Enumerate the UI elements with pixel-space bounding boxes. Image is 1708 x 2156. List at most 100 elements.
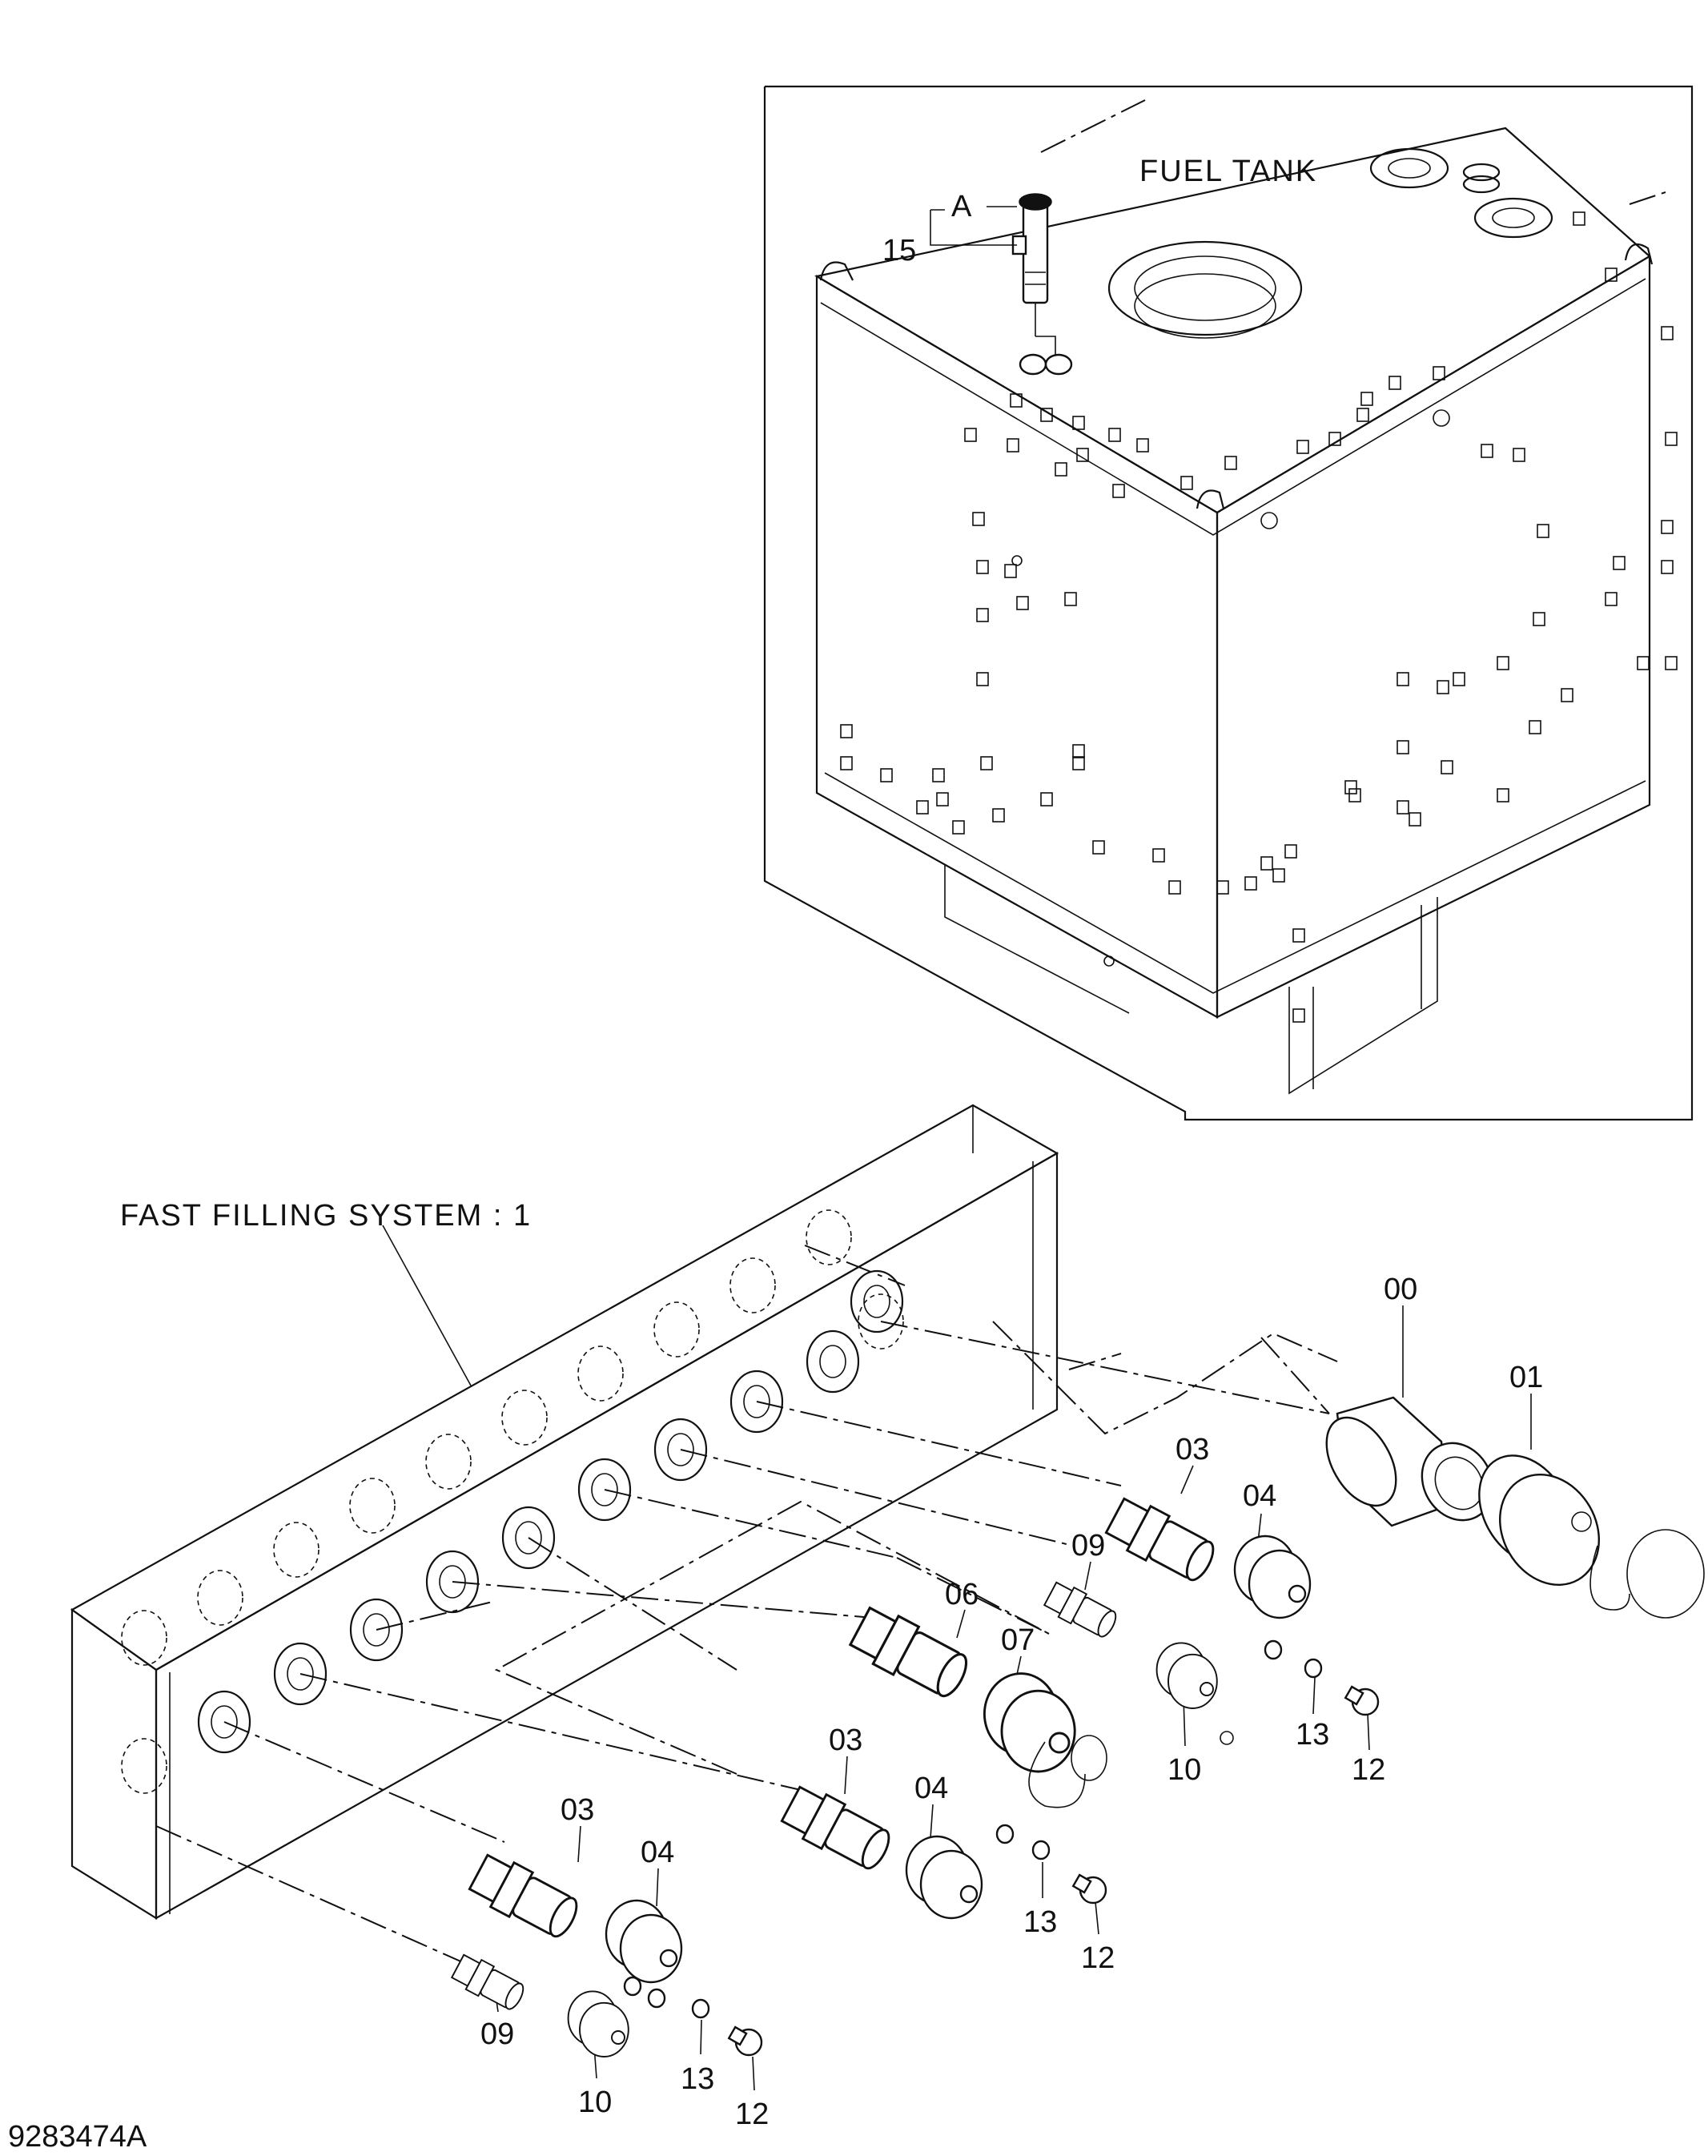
- callout-leader: [1095, 1901, 1099, 1935]
- front-port-bore: [863, 1285, 890, 1318]
- callout-09-lower: 09: [480, 2017, 514, 2051]
- bracket: [1453, 672, 1465, 686]
- bracket: [1284, 844, 1297, 859]
- hidden-port: [501, 1390, 548, 1446]
- callout-03-lower: 03: [561, 1793, 594, 1827]
- bracket: [1136, 438, 1149, 453]
- callout-09-upper: 09: [1071, 1529, 1105, 1563]
- fuel-tank-inset: A 15 FUEL TANK: [763, 85, 1694, 1121]
- bracket: [1397, 672, 1409, 686]
- bracket: [1004, 564, 1017, 578]
- bracket: [1409, 812, 1421, 827]
- front-port: [501, 1506, 556, 1570]
- hidden-port: [121, 1738, 167, 1794]
- part-04-cap-middle: [905, 1835, 983, 1920]
- bracket: [1497, 656, 1509, 670]
- part-13-washer-middle: [1031, 1840, 1051, 1860]
- bracket: [1661, 560, 1674, 574]
- bracket: [1561, 688, 1573, 702]
- callout-15: 15: [882, 234, 916, 267]
- tank-manhole: [1107, 240, 1303, 336]
- bracket: [1072, 744, 1085, 758]
- bracket: [1292, 1008, 1305, 1023]
- bracket: [1055, 462, 1067, 477]
- cap-strap-ring: [1071, 1735, 1107, 1781]
- bracket: [1397, 800, 1409, 815]
- bracket: [932, 768, 945, 782]
- bracket: [1613, 556, 1626, 570]
- callout-leader: [1084, 1561, 1091, 1591]
- leader-line: [680, 1449, 1074, 1547]
- bracket: [1348, 788, 1361, 802]
- bracket: [976, 608, 989, 622]
- bracket: [1296, 440, 1309, 454]
- bracket: [1328, 432, 1341, 446]
- bracket: [1537, 524, 1549, 538]
- tank-mounting-brackets: [840, 211, 1678, 1023]
- callout-04-upper: 04: [1243, 1479, 1276, 1513]
- bracket: [1016, 596, 1029, 610]
- o-ring: [1264, 1639, 1283, 1660]
- front-port: [197, 1690, 251, 1754]
- front-port-bore: [743, 1385, 770, 1418]
- bracket: [1010, 393, 1023, 408]
- leader-line: [376, 1601, 493, 1631]
- callout-leader: [844, 1756, 848, 1795]
- bracket: [1529, 720, 1541, 734]
- callout-03-middle: 03: [829, 1724, 862, 1757]
- callout-13-lower: 13: [681, 2062, 714, 2096]
- bracket: [1180, 476, 1193, 490]
- front-port-bore: [439, 1565, 466, 1599]
- block-top-face: [70, 1104, 1059, 1671]
- front-port: [806, 1329, 860, 1394]
- callout-10-upper: 10: [1167, 1753, 1201, 1787]
- hidden-port: [121, 1610, 167, 1666]
- callout-01: 01: [1509, 1361, 1543, 1394]
- callout-12-middle: 12: [1081, 1941, 1115, 1975]
- bracket: [1481, 444, 1493, 458]
- part-07-cap: [983, 1672, 1076, 1773]
- callout-12-lower: 12: [735, 2098, 769, 2131]
- bracket: [1433, 366, 1445, 380]
- callout-leader: [752, 2056, 755, 2091]
- part-01-cap: [1478, 1454, 1705, 1619]
- leader-lines: [155, 1305, 1532, 2091]
- bracket: [1360, 392, 1373, 406]
- bracket: [1244, 876, 1257, 891]
- leader-line: [1260, 1337, 1330, 1414]
- bracket: [1605, 267, 1618, 282]
- sensor: [1260, 512, 1278, 529]
- bracket: [1152, 848, 1165, 863]
- reference-letter-a: A: [951, 190, 972, 223]
- callout-04-middle: 04: [914, 1772, 948, 1805]
- front-port-bore: [211, 1705, 238, 1739]
- tank-top-rim: [820, 278, 1646, 536]
- bracket: [1665, 656, 1678, 670]
- bracket: [1260, 856, 1273, 871]
- bracket: [1272, 868, 1285, 883]
- front-port: [729, 1370, 784, 1434]
- bracket: [1661, 520, 1674, 534]
- hidden-port: [349, 1478, 396, 1534]
- part-06-coupler: [848, 1606, 968, 1698]
- leader-line: [1068, 1353, 1122, 1370]
- tank-base-left: [944, 865, 1130, 1014]
- o-ring: [995, 1824, 1015, 1844]
- bracket: [1092, 840, 1105, 855]
- callout-leader: [577, 1825, 581, 1863]
- callout-07: 07: [1001, 1623, 1035, 1657]
- callout-leader: [1312, 1677, 1316, 1715]
- tank-side-face: [1216, 255, 1651, 1019]
- bracket: [1072, 756, 1085, 770]
- leader-line: [528, 1537, 737, 1671]
- bracket: [1216, 880, 1229, 895]
- part-10-cap-upper: [1155, 1642, 1218, 1709]
- callout-06: 06: [945, 1578, 979, 1611]
- part-13-washer-lower: [691, 1998, 710, 2019]
- leader-line: [223, 1721, 505, 1843]
- bracket: [1661, 326, 1674, 340]
- part-15-breather: [930, 193, 1073, 376]
- hidden-port: [806, 1209, 852, 1265]
- bracket: [1605, 592, 1618, 606]
